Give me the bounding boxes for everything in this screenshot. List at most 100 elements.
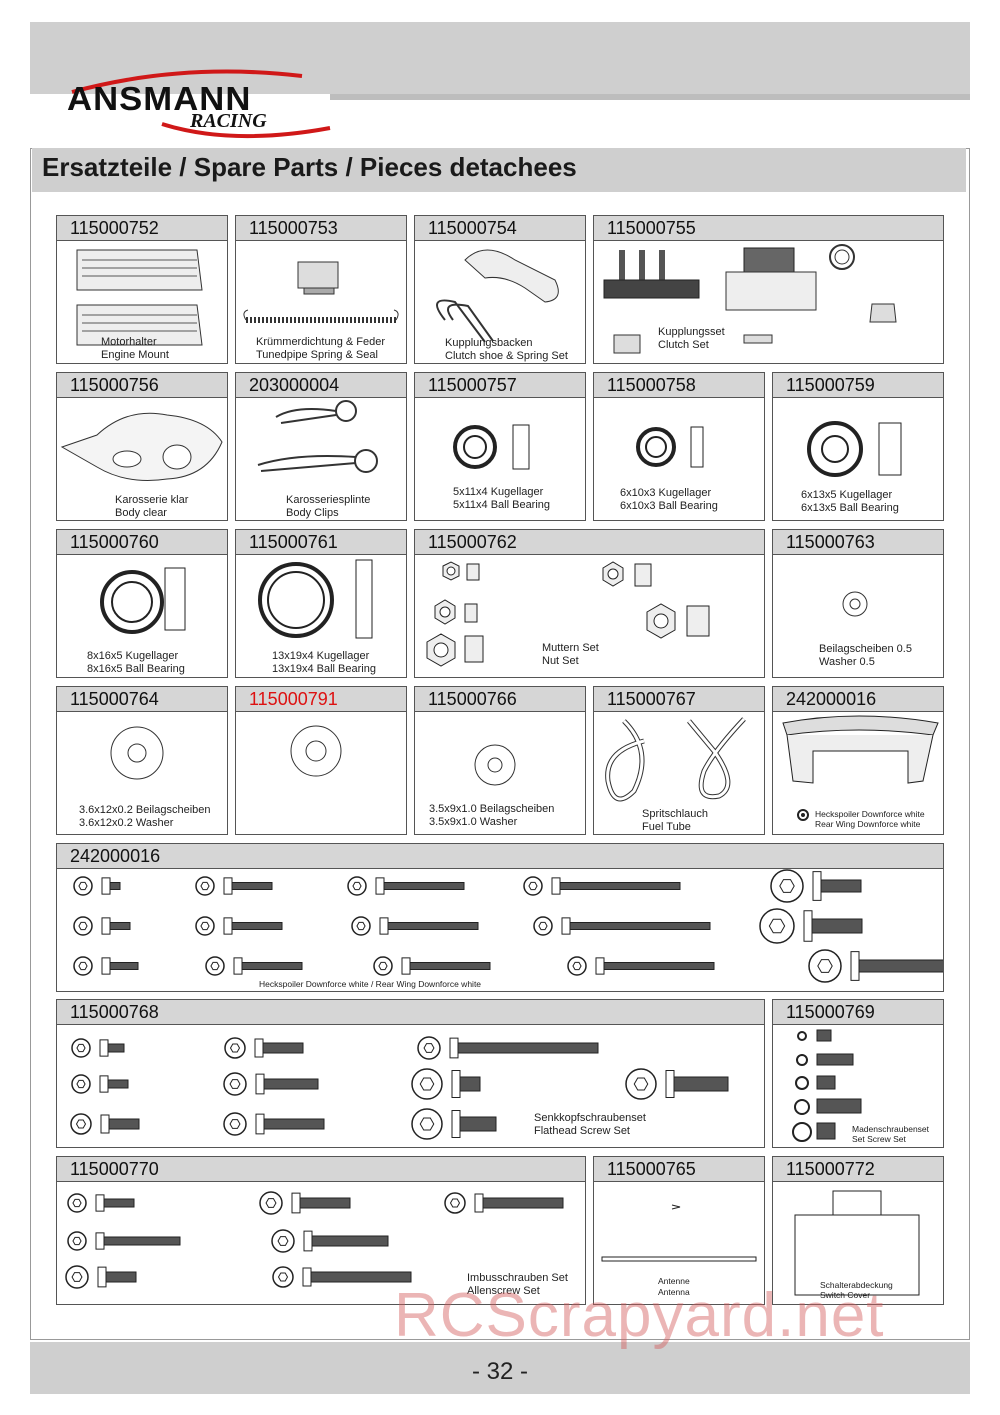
antenna-drawing (601, 1204, 757, 1262)
top-band (30, 22, 970, 94)
part-cell: 115000752 Motorhalter Engine Mount (56, 215, 228, 364)
screw-icon (195, 916, 283, 936)
part-label-en: Flathead Screw Set (534, 1125, 630, 1137)
screw-icon (770, 869, 862, 903)
screw-icon (411, 1108, 497, 1140)
footer-band (30, 1342, 970, 1394)
part-label-de: 6x13x5 Kugellager (801, 489, 893, 501)
screw-icon (67, 1231, 181, 1251)
engine-mount-drawing (76, 249, 203, 346)
screw-icon (411, 1068, 481, 1100)
bearing-drawing (636, 426, 704, 468)
part-label-en: 6x13x5 Ball Bearing (801, 502, 899, 514)
part-label-en: Switch Cover (820, 1290, 871, 1300)
part-code: 115000760 (57, 530, 227, 555)
page-title: Ersatzteile / Spare Parts / Pieces detac… (42, 152, 577, 182)
part-cell: 115000791 (235, 686, 407, 835)
top-band-gap (30, 94, 970, 148)
washer-drawing (842, 591, 868, 617)
screw-icon (759, 908, 863, 944)
brand-logo: ANSMANN RACING (62, 66, 331, 142)
clutch-set-drawing (603, 244, 897, 354)
screw-icon (808, 949, 943, 983)
spring-seal-drawing (243, 261, 399, 323)
set-screw-drawing (792, 1029, 862, 1142)
washer-drawing (290, 725, 342, 777)
part-code: 115000757 (415, 373, 585, 398)
screw-icon (67, 1193, 135, 1213)
screw-icon (73, 956, 139, 976)
screw-icon (73, 916, 131, 936)
bearing-drawing (453, 424, 530, 470)
part-label-de: Motorhalter (101, 336, 157, 348)
part-cell: 115000759 6x13x5 Kugellager 6x13x5 Ball … (772, 372, 944, 521)
part-label-de: 5x11x4 Kugellager (453, 486, 544, 498)
logo-swoosh (71, 69, 331, 139)
bearing-drawing (807, 421, 902, 477)
part-label-en: Clutch shoe & Spring Set (445, 350, 568, 362)
screw-icon (271, 1229, 389, 1253)
bearing-drawing (258, 559, 373, 639)
screw-icon (223, 1072, 319, 1096)
part-label-en: 13x19x4 Ball Bearing (272, 663, 376, 675)
part-label-de: Karosserie klar (115, 494, 189, 506)
screw-icon (625, 1068, 729, 1100)
part-label-de: 8x16x5 Kugellager (87, 650, 179, 662)
screw-icon (444, 1192, 564, 1214)
part-label-en: Engine Mount (101, 349, 169, 361)
part-code: 115000765 (594, 1157, 764, 1182)
part-label: Heckspoiler Downforce white / Rear Wing … (259, 979, 482, 989)
part-label-en: 3.6x12x0.2 Washer (79, 817, 174, 829)
part-label-de: Muttern Set (542, 642, 599, 654)
clutch-shoe-drawing (436, 249, 559, 343)
part-cell: 115000761 13x19x4 Kugellager 13x19x4 Bal… (235, 529, 407, 678)
part-label-de: Spritschlauch (642, 808, 709, 820)
part-label-de: Imbusschrauben Set (467, 1272, 568, 1284)
allen-screw-drawing (65, 1191, 564, 1289)
part-code: 115000763 (773, 530, 943, 555)
part-label-de: Krümmerdichtung & Feder (256, 336, 385, 348)
part-cell: 115000758 6x10x3 Kugellager 6x10x3 Ball … (593, 372, 765, 521)
screw-icon (373, 956, 491, 976)
washer-drawing (474, 744, 516, 786)
screw-icon (223, 1112, 325, 1136)
part-label-en: Rear Wing Downforce white (815, 819, 921, 829)
part-label-de: Schalterabdeckung (820, 1280, 893, 1290)
part-code: 115000766 (415, 687, 585, 712)
part-cell: 115000762 Muttern Set Nut Set (414, 529, 765, 678)
part-cell: 115000760 8x16x5 Kugellager 8x16x5 Ball … (56, 529, 228, 678)
part-label-en: Nut Set (542, 655, 579, 667)
part-cell: 115000754 Kupplungsbacken Clutch shoe & … (414, 215, 586, 364)
top-band-shadow (330, 94, 970, 100)
part-label-de: 6x10x3 Kugellager (620, 487, 712, 499)
part-code: 115000756 (57, 373, 227, 398)
part-label-de: Kupplungsbacken (445, 337, 533, 349)
part-label-de: 13x19x4 Kugellager (272, 650, 370, 662)
part-cell: 115000765 Antenne Antenna (593, 1156, 765, 1305)
switch-cover-drawing (794, 1190, 920, 1296)
part-label-en: 6x10x3 Ball Bearing (620, 500, 718, 512)
part-code: 115000762 (415, 530, 764, 555)
part-label-de: Senkkopfschraubenset (534, 1112, 646, 1124)
part-code: 115000758 (594, 373, 764, 398)
rear-wing-drawing (782, 715, 939, 821)
part-label-en: 3.5x9x1.0 Washer (429, 816, 518, 828)
screw-icon (65, 1265, 137, 1289)
screw-icon (71, 1074, 129, 1094)
flathead-screw-drawing (70, 1036, 729, 1140)
screw-icon (347, 876, 465, 896)
part-code: 115000769 (773, 1000, 943, 1025)
screw-icon (351, 916, 479, 936)
nut-set-drawing (426, 561, 710, 667)
part-cell: 115000770 Imbusschrauben Set Allenscrew … (56, 1156, 586, 1305)
part-code: 115000770 (57, 1157, 585, 1182)
title-bar (32, 148, 966, 192)
part-label-en: Body clear (115, 507, 167, 519)
part-label-de: Madenschraubenset (852, 1124, 930, 1134)
screw-icon (417, 1036, 599, 1060)
part-cell: 115000769 Madenschraubenset Set Screw Se… (772, 999, 944, 1148)
part-cell: 115000766 3.5x9x1.0 Beilagscheiben 3.5x9… (414, 686, 586, 835)
part-label-de: 3.5x9x1.0 Beilagscheiben (429, 803, 555, 815)
part-code: 115000752 (57, 216, 227, 241)
part-label-en: 5x11x4 Ball Bearing (453, 499, 551, 511)
